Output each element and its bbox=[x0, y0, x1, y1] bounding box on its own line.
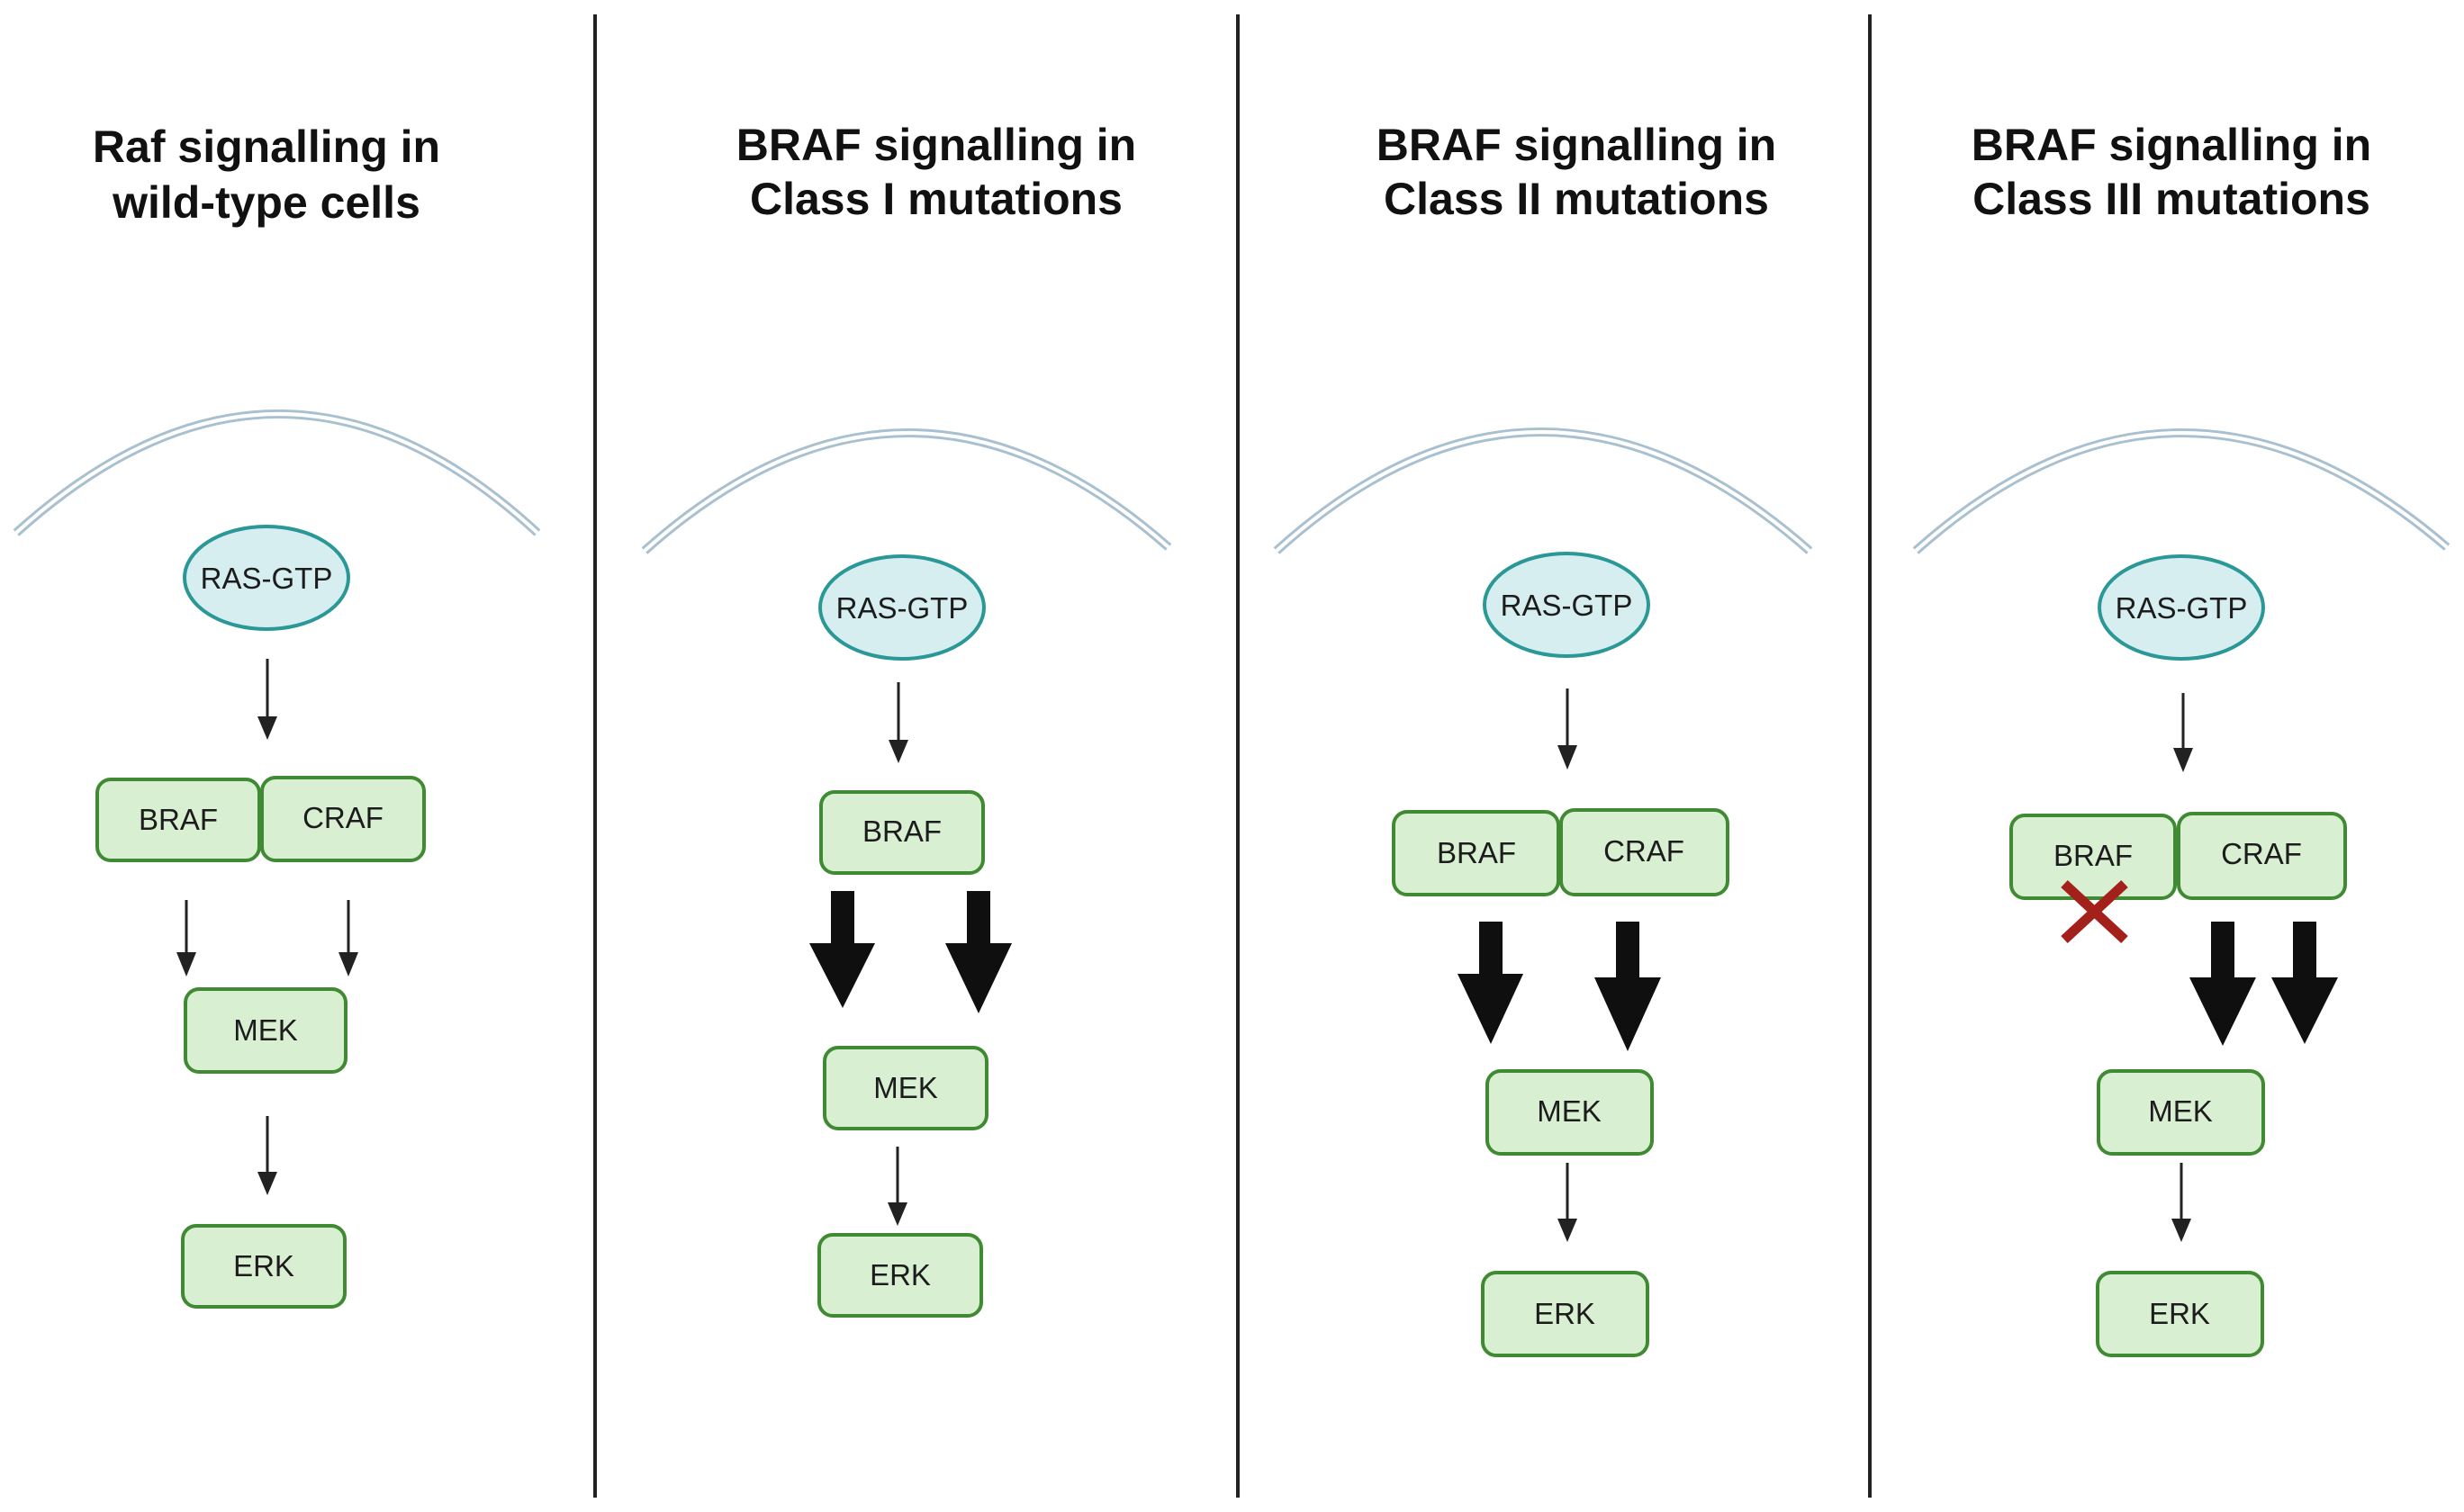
ras-gtp-node: RAS-GTP bbox=[2098, 554, 2265, 661]
erk-label: ERK bbox=[2149, 1297, 2210, 1330]
braf-box: BRAF bbox=[819, 790, 985, 875]
erk-label: ERK bbox=[870, 1258, 931, 1292]
braf-label: BRAF bbox=[139, 803, 218, 836]
erk-box: ERK bbox=[2096, 1271, 2264, 1357]
panel-title-line1: BRAF signalling in bbox=[1972, 120, 2371, 170]
erk-box: ERK bbox=[1481, 1271, 1649, 1357]
arrow-ras-to-raf bbox=[257, 659, 277, 740]
ras-gtp-node: RAS-GTP bbox=[1483, 552, 1650, 658]
arrow-mek-to-erk bbox=[2171, 1163, 2191, 1242]
panel-class-ii: BRAF signalling in Class II mutations RA… bbox=[1273, 120, 1813, 1357]
mek-label: MEK bbox=[873, 1071, 938, 1104]
cell-membrane bbox=[641, 428, 1172, 554]
craf-label: CRAF bbox=[302, 801, 384, 834]
thick-arrow-craf-to-mek bbox=[1594, 922, 1661, 1051]
ras-gtp-node: RAS-GTP bbox=[818, 554, 986, 661]
thick-arrow-craf-to-mek-right bbox=[2271, 922, 2338, 1044]
braf-label: BRAF bbox=[1437, 836, 1516, 869]
thick-arrow-braf-to-mek bbox=[1458, 922, 1523, 1044]
thick-arrow-braf-to-mek-right bbox=[945, 891, 1012, 1013]
craf-label: CRAF bbox=[2221, 837, 2302, 870]
mek-box: MEK bbox=[184, 987, 347, 1074]
panel-class-iii: BRAF signalling in Class III mutations R… bbox=[1912, 120, 2450, 1357]
erk-label: ERK bbox=[233, 1249, 294, 1282]
ras-gtp-node: RAS-GTP bbox=[183, 525, 350, 631]
panel-class-i: BRAF signalling in Class I mutations RAS… bbox=[641, 120, 1172, 1318]
panel-title-line2: Class III mutations bbox=[1972, 174, 2370, 224]
craf-box: CRAF bbox=[260, 776, 426, 862]
ras-gtp-label: RAS-GTP bbox=[201, 562, 333, 595]
arrow-ras-to-braf bbox=[889, 682, 908, 763]
ras-gtp-label: RAS-GTP bbox=[836, 591, 969, 625]
ras-gtp-label: RAS-GTP bbox=[1501, 589, 1633, 622]
panel-wild-type: Raf signalling in wild-type cells RAS-GT… bbox=[13, 122, 541, 1309]
craf-box: CRAF bbox=[1559, 808, 1729, 896]
braf-label: BRAF bbox=[862, 814, 942, 848]
panel-title-line1: Raf signalling in bbox=[93, 122, 440, 172]
mek-label: MEK bbox=[1537, 1094, 1602, 1128]
mek-label: MEK bbox=[233, 1013, 298, 1047]
mek-box: MEK bbox=[1485, 1069, 1654, 1156]
arrow-ras-to-raf bbox=[1557, 688, 1577, 770]
panel-title-line2: Class I mutations bbox=[750, 174, 1123, 224]
panel-title-line2: Class II mutations bbox=[1384, 174, 1769, 224]
cell-membrane bbox=[1912, 428, 2450, 554]
braf-label: BRAF bbox=[2053, 839, 2133, 872]
arrow-mek-to-erk bbox=[1557, 1163, 1577, 1242]
erk-label: ERK bbox=[1534, 1297, 1595, 1330]
mek-box: MEK bbox=[823, 1046, 988, 1130]
thick-arrow-braf-to-mek-left bbox=[809, 891, 875, 1008]
mek-box: MEK bbox=[2097, 1069, 2265, 1156]
arrow-ras-to-raf bbox=[2173, 693, 2193, 772]
panel-title-line1: BRAF signalling in bbox=[736, 120, 1136, 170]
thick-arrow-craf-to-mek-left bbox=[2189, 922, 2256, 1046]
inactivation-cross-icon bbox=[2061, 879, 2128, 944]
cell-membrane bbox=[1273, 428, 1813, 554]
arrow-mek-to-erk bbox=[888, 1147, 907, 1226]
braf-box: BRAF bbox=[1392, 810, 1560, 896]
braf-box: BRAF bbox=[95, 778, 261, 862]
arrow-braf-to-mek bbox=[176, 900, 196, 976]
ras-gtp-label: RAS-GTP bbox=[2116, 591, 2248, 625]
arrow-mek-to-erk bbox=[257, 1116, 277, 1195]
panel-title-line2: wild-type cells bbox=[112, 177, 420, 228]
braf-box: BRAF bbox=[2009, 814, 2177, 900]
craf-box: CRAF bbox=[2177, 812, 2347, 900]
panel-title-line1: BRAF signalling in bbox=[1376, 120, 1776, 170]
erk-box: ERK bbox=[181, 1224, 347, 1309]
craf-label: CRAF bbox=[1603, 834, 1684, 868]
arrow-craf-to-mek bbox=[338, 900, 358, 976]
mek-label: MEK bbox=[2148, 1094, 2213, 1128]
erk-box: ERK bbox=[817, 1233, 983, 1318]
cell-membrane bbox=[13, 410, 541, 536]
